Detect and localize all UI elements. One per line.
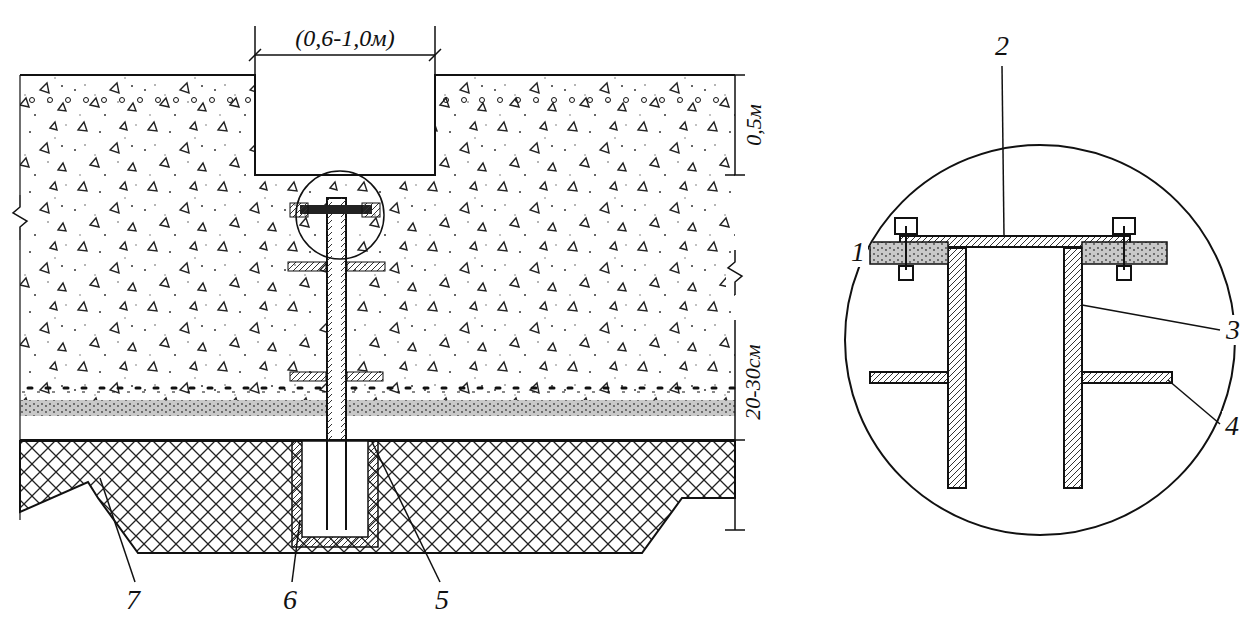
dimension-label: (0,6-1,0м) (292, 25, 397, 51)
joint-assembly (288, 171, 385, 440)
slab-outline (20, 75, 735, 175)
upper-layer (435, 75, 735, 175)
callout-number: 7 (123, 585, 143, 616)
leader-line (100, 442, 440, 582)
break-mark (13, 195, 27, 240)
drain-well (292, 441, 378, 547)
callout-number: 1 (848, 237, 868, 268)
upper-layer (20, 75, 255, 175)
callout-number: 3 (1223, 315, 1243, 346)
detail-circle (845, 145, 1235, 535)
sublayer (20, 400, 735, 416)
callout-number: 5 (432, 585, 452, 616)
concrete-slab (20, 175, 735, 400)
leader-line (1002, 66, 1220, 424)
break-mark (728, 250, 742, 295)
callout-number: 4 (1222, 411, 1242, 442)
callout-number: 6 (280, 585, 300, 616)
detail-view (870, 218, 1172, 488)
rebar-row (22, 98, 735, 393)
dimension-label: 20-30см (742, 341, 766, 422)
rebar-row (30, 99, 44, 100)
dimension-line (249, 26, 745, 530)
callout-number: 2 (992, 31, 1012, 62)
base-soil (20, 441, 735, 553)
dimension-label: 0,5м (742, 101, 766, 149)
